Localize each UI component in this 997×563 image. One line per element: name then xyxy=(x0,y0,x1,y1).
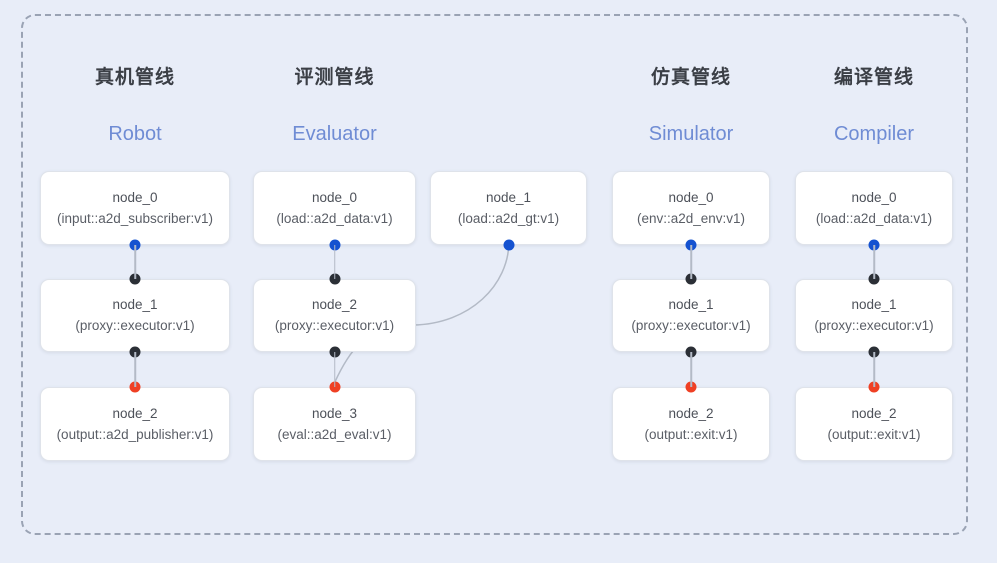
node-card-robot-node_1[interactable]: node_1(proxy::executor:v1) xyxy=(40,279,230,352)
input-port-red[interactable] xyxy=(685,381,697,393)
column-title-en-evaluator: Evaluator xyxy=(292,123,377,145)
connector-edge xyxy=(134,352,136,387)
node-card-robot-node_2[interactable]: node_2(output::a2d_publisher:v1) xyxy=(40,387,230,461)
node-name: node_2 xyxy=(311,297,358,312)
node-type: (load::a2d_data:v1) xyxy=(276,210,393,226)
column-title-cn-evaluator: 评测管线 xyxy=(294,67,375,88)
node-type: (env::a2d_env:v1) xyxy=(636,210,746,226)
node-card-simulator-node_1[interactable]: node_1(proxy::executor:v1) xyxy=(612,279,770,352)
node-type: (output::exit:v1) xyxy=(644,426,738,442)
node-name: node_1 xyxy=(668,297,714,312)
column-title-cn-simulator: 仿真管线 xyxy=(650,67,731,88)
node-type: (output::a2d_publisher:v1) xyxy=(56,426,214,442)
node-card-simulator-node_0[interactable]: node_0(env::a2d_env:v1) xyxy=(612,171,770,245)
connector-edge xyxy=(333,352,336,387)
connector-edge xyxy=(873,352,875,387)
column-title-cn-compiler: 编译管线 xyxy=(833,67,914,88)
node-type: (eval::a2d_eval:v1) xyxy=(277,426,392,442)
column-title-en-simulator: Simulator xyxy=(648,123,734,145)
node-name: node_1 xyxy=(485,189,532,205)
node-name: node_2 xyxy=(851,405,897,421)
connector-edge xyxy=(690,245,692,279)
node-name: node_1 xyxy=(851,297,897,312)
node-type: (load::a2d_gt:v1) xyxy=(457,210,560,226)
pipeline-column-evaluator: 评测管线 Evaluator xyxy=(253,0,416,563)
node-name: node_0 xyxy=(112,189,158,205)
column-title-cn-robot: 真机管线 xyxy=(94,67,175,88)
output-port-blue[interactable] xyxy=(503,239,514,251)
input-port-red[interactable] xyxy=(129,381,141,393)
pipeline-column-compiler: 编译管线 Compiler xyxy=(795,0,953,563)
node-type: (proxy::executor:v1) xyxy=(75,318,195,333)
input-port[interactable] xyxy=(129,273,141,285)
node-name: node_0 xyxy=(311,189,358,205)
input-port-red[interactable] xyxy=(329,381,340,393)
node-name: node_0 xyxy=(851,189,897,205)
node-card-compiler-node_1[interactable]: node_1(proxy::executor:v1) xyxy=(795,279,953,352)
connector-edge xyxy=(134,245,136,279)
node-type: (output::exit:v1) xyxy=(827,426,921,442)
pipeline-column-robot: 真机管线 Robot xyxy=(40,0,230,563)
input-port[interactable] xyxy=(329,273,340,285)
node-name: node_2 xyxy=(112,405,158,421)
node-card-evaluator-node_1[interactable]: node_1(load::a2d_gt:v1) xyxy=(430,171,587,245)
node-type: (input::a2d_subscriber:v1) xyxy=(56,210,214,226)
connector-edge xyxy=(873,245,875,279)
node-card-evaluator-node_2[interactable]: node_2(proxy::executor:v1) xyxy=(253,279,416,352)
node-type: (load::a2d_data:v1) xyxy=(815,210,933,226)
node-card-evaluator-node_3[interactable]: node_3(eval::a2d_eval:v1) xyxy=(253,387,416,461)
node-card-simulator-node_2[interactable]: node_2(output::exit:v1) xyxy=(612,387,770,461)
node-name: node_3 xyxy=(311,405,358,421)
pipeline-column-simulator: 仿真管线 Simulator xyxy=(612,0,770,563)
column-title-en-compiler: Compiler xyxy=(833,123,915,145)
node-card-compiler-node_2[interactable]: node_2(output::exit:v1) xyxy=(795,387,953,461)
node-type: (proxy::executor:v1) xyxy=(631,318,751,333)
column-title-en-robot: Robot xyxy=(108,123,162,145)
node-name: node_0 xyxy=(668,189,714,205)
node-type: (proxy::executor:v1) xyxy=(274,318,395,333)
connector-edge xyxy=(690,352,692,387)
node-card-robot-node_0[interactable]: node_0(input::a2d_subscriber:v1) xyxy=(40,171,230,245)
input-port-red[interactable] xyxy=(868,381,880,393)
node-name: node_2 xyxy=(668,405,714,421)
input-port[interactable] xyxy=(868,273,880,285)
node-card-evaluator-node_0[interactable]: node_0(load::a2d_data:v1) xyxy=(253,171,416,245)
node-card-compiler-node_0[interactable]: node_0(load::a2d_data:v1) xyxy=(795,171,953,245)
connector-edge xyxy=(333,245,336,279)
node-name: node_1 xyxy=(112,297,158,312)
node-type: (proxy::executor:v1) xyxy=(814,318,934,333)
input-port[interactable] xyxy=(685,273,697,285)
pipeline-group-frame xyxy=(21,14,968,535)
